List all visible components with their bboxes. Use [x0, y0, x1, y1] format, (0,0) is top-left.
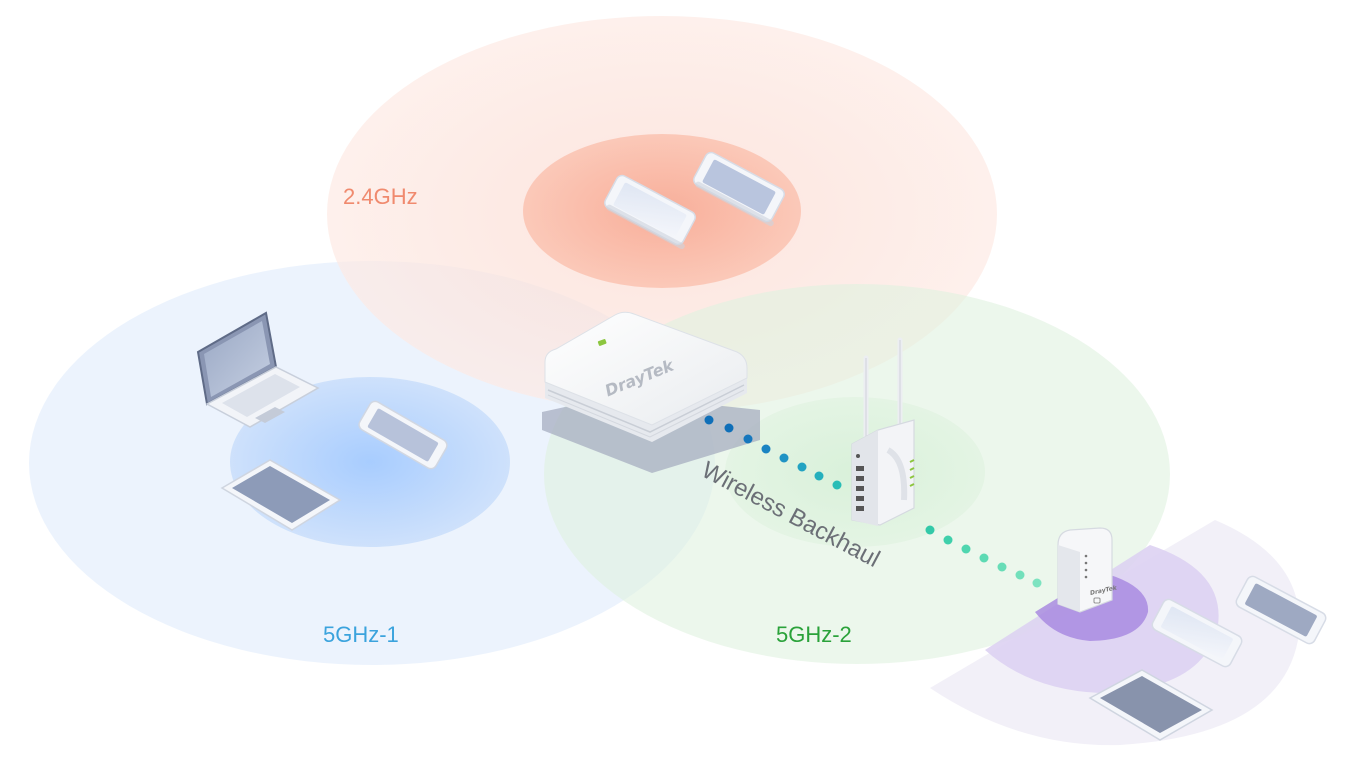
band-5ghz-1-label: 5GHz-1 [323, 622, 399, 647]
access-point-icon [851, 337, 915, 526]
laptop-icon [196, 311, 320, 428]
phone-icon [604, 174, 696, 250]
band-24ghz-label: 2.4GHz [343, 184, 418, 209]
phone-icon [693, 151, 785, 227]
router-icon: DrayTek [542, 311, 760, 473]
phone-icon [1151, 598, 1243, 668]
backhaul-link [704, 415, 1042, 588]
phone-icon [1235, 575, 1327, 645]
range-extender-icon: DrayTek [1057, 527, 1118, 613]
band-5ghz-2-label: 5GHz-2 [776, 622, 852, 647]
tablet-icon [1088, 669, 1214, 741]
phone-icon [358, 400, 448, 470]
tablet-icon [220, 459, 342, 531]
